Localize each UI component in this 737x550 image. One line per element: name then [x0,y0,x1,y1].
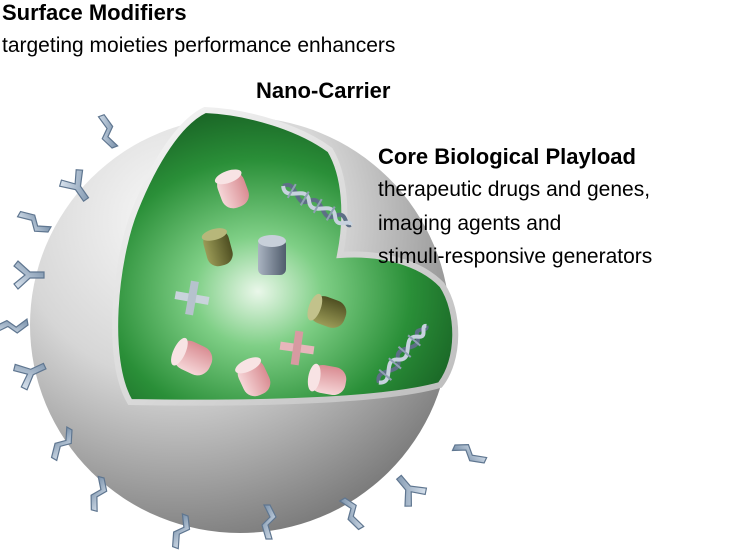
nano-carrier-title: Nano-Carrier [256,78,391,103]
dna-helix-icon [281,182,353,228]
peptide-ligand-icon [338,497,365,531]
peptide-ligand-icon [171,513,191,550]
capsule-icon [201,228,233,267]
core-payload-line: therapeutic drugs and genes, [378,178,651,201]
capsule-icon [214,169,249,209]
core-payload-line: stimuli-responsive generators [378,245,653,268]
surface-modifiers-subtitle: targeting moieties performance enhancers [2,34,396,57]
cross-icon [279,330,315,366]
capsule-icon [235,357,271,397]
y-antibody-icon [12,362,47,391]
peptide-ligand-icon [90,475,108,513]
capsule-icon [258,235,286,275]
y-antibody-icon [13,260,45,290]
surface-ligands [0,113,488,550]
capsule-icon [307,363,347,396]
core-payload-title: Core Biological Playload [378,144,636,169]
y-antibody-icon [395,474,428,507]
y-antibody-icon [58,169,90,203]
cargo [171,169,429,397]
peptide-ligand-icon [0,318,29,334]
core-payload-line: imaging agents and [378,212,562,235]
capsule-icon [307,293,347,328]
peptide-ligand-icon [97,113,119,149]
cross-icon [174,280,210,316]
peptide-ligand-icon [16,210,53,233]
peptide-ligand-icon [261,504,277,540]
peptide-ligand-icon [50,425,73,462]
peptide-ligand-icon [451,444,488,464]
dna-helix-icon [376,323,429,385]
surface-modifiers-title: Surface Modifiers [2,0,187,25]
capsule-icon [171,337,213,376]
